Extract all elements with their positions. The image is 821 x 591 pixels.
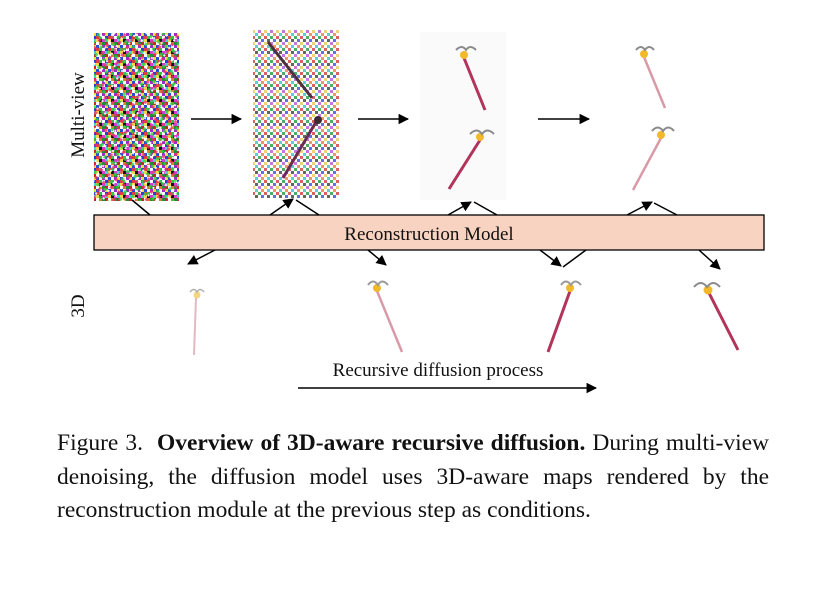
process-label: Recursive diffusion process (333, 360, 544, 381)
3d-staff-4 (693, 282, 740, 351)
figure-diagram: Multi-view 3D (68, 30, 765, 394)
caption-title: Overview of 3D-aware recursive diffusion… (156, 430, 586, 456)
reconstruction-model-label: Reconstruction Model (344, 224, 513, 245)
row-label-multiview: Multi-view (68, 72, 89, 158)
multiview-step-2-noisy-staff (253, 30, 339, 198)
multiview-step-3-staffs (420, 32, 506, 200)
caption-figure-number: Figure 3. (57, 430, 143, 456)
3d-staff-3 (546, 280, 582, 353)
multiview-step-4-staffs (631, 46, 675, 191)
zigzag-arrows (131, 198, 721, 270)
figure-caption: Figure 3. Overview of 3D-aware recursive… (57, 427, 769, 528)
row-label-3d: 3D (68, 294, 89, 317)
3d-staff-2 (367, 280, 404, 353)
caption-body: During multi-view denoising, the diffusi… (57, 430, 770, 523)
3d-staff-1 (189, 288, 205, 356)
reconstruction-model-box (93, 214, 765, 251)
multiview-step-1-noise (94, 33, 179, 201)
